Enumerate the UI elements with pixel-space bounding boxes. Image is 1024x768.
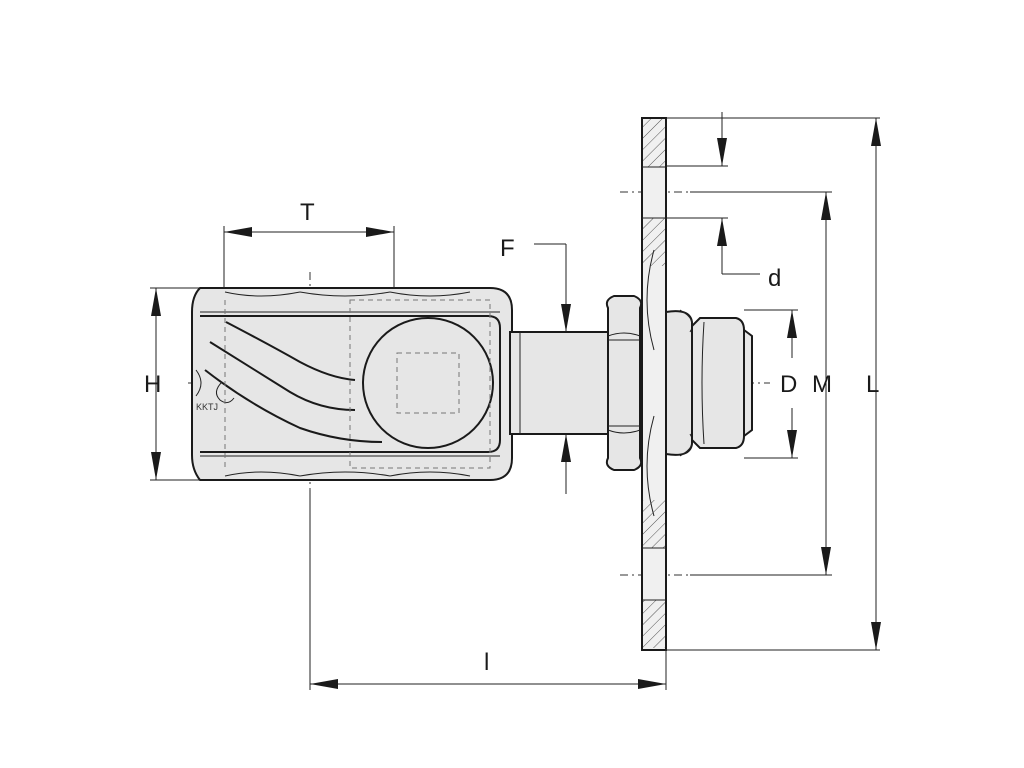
hinge-eye-body: KKTJ <box>191 287 513 481</box>
collar-and-bolt-end <box>665 309 753 457</box>
dimension-lines <box>151 112 881 689</box>
label-F: F <box>500 235 515 262</box>
flange-plate <box>641 117 667 651</box>
label-L: L <box>866 371 879 398</box>
label-d: d <box>768 265 781 292</box>
threaded-shaft <box>509 331 611 435</box>
hex-nut <box>605 295 643 471</box>
dimension-labels: T F d H D M L l <box>144 199 879 676</box>
label-D: D <box>780 371 797 398</box>
label-H: H <box>144 371 161 398</box>
svg-text:KKTJ: KKTJ <box>196 402 218 412</box>
label-M: M <box>812 371 832 398</box>
label-l: l <box>484 649 489 676</box>
label-T: T <box>300 199 315 226</box>
